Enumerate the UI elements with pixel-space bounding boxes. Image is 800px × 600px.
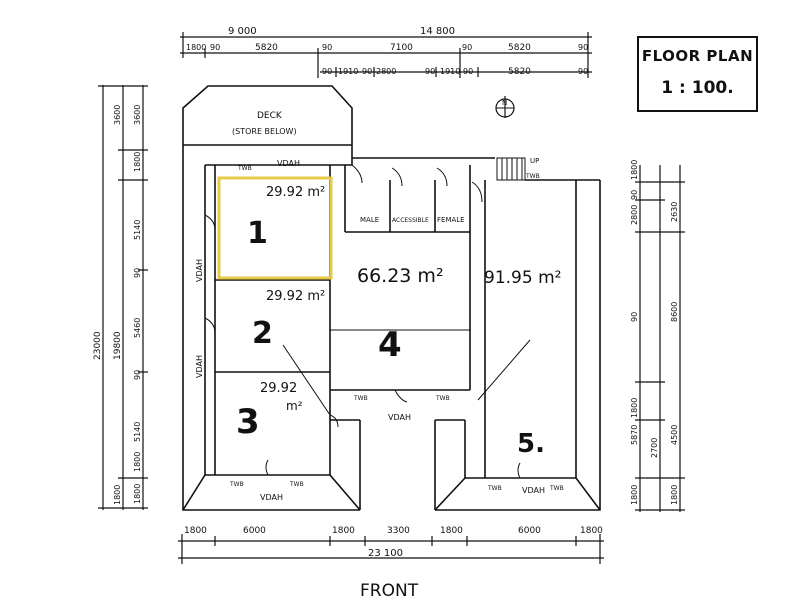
room-1-area: 29.92 m² [266,185,325,200]
dim-right-col1-6: 2700 [650,438,659,458]
dim-left-col1-3: 90 [133,268,142,278]
building-walls [182,85,601,511]
room-2-area: 29.92 m² [266,289,325,304]
twb-label-2: TWB [353,395,368,402]
vdah-label-front: VDAH [388,413,411,422]
dim-top-row1-2: 5820 [255,43,278,53]
twb-label-4: TWB [487,485,502,492]
dim-top-row2-4: 90 [425,67,435,76]
twb-label-8: TWB [525,173,540,180]
vdah-label-top: VDAH [277,159,300,168]
dim-bottom-6: 1800 [580,526,603,536]
deck-label: DECK [257,111,283,121]
dim-left-col1-7: 1800 [133,452,142,472]
dim-top-row2-1: 1910 [338,67,358,76]
dim-top-row2-5: 1910 [440,67,460,76]
dim-left-col2-1: 1800 [113,485,122,505]
dim-left-outer: 23000 [93,331,103,360]
dim-right-col1-3: 90 [630,312,639,322]
dim-right-col2-1: 8600 [670,302,679,322]
dim-left-col1-5: 90 [133,370,142,380]
dim-left-col1-4: 5460 [133,318,142,338]
dim-right-col1-7: 1800 [630,485,639,505]
female-wc-label: FEMALE [437,216,465,224]
dim-bottom-0: 1800 [184,526,207,536]
vdah-label-left-1: VDAH [195,259,204,282]
room-3-area-unit: m² [286,399,303,413]
dim-bottom-2: 1800 [332,526,355,536]
up-label: UP [530,157,539,165]
diagonal-lines [282,329,531,416]
vdah-label-left-2: VDAH [195,355,204,378]
dim-left-col1-1: 1800 [133,152,142,172]
room-3-area-value: 29.92 [260,381,297,396]
dim-top-row2-8: 90 [578,67,588,76]
twb-label-6: TWB [229,481,244,488]
vdah-label-room3: VDAH [260,493,283,502]
dim-top-row2-2: 90 [362,67,372,76]
dim-right-col2-3: 1800 [670,485,679,505]
dim-top-row1-1: 90 [210,43,220,52]
twb-label-5: TWB [549,485,564,492]
north-label: N [502,99,507,107]
dim-bottom-3: 3300 [387,526,410,536]
title-block: FLOOR PLAN 1 : 100. [637,36,758,112]
store-below-label: (STORE BELOW) [232,127,297,136]
dim-top-row1-6: 5820 [508,43,531,53]
dim-left-col1-6: 5140 [133,422,142,442]
dim-top-row2-6: 90 [463,67,473,76]
dim-bottom-5: 6000 [518,526,541,536]
door-swings [204,164,521,479]
dim-right-col1-1: 90 [630,190,639,200]
top-dimension-lines [180,32,592,78]
dim-top-row1-7: 90 [578,43,588,52]
dim-top-row1-3: 90 [322,43,332,52]
title-scale: 1 : 100. [661,78,734,98]
vdah-label-room5: VDAH [522,486,545,495]
room-4-area: 66.23 m² [357,265,444,287]
dim-left-col1-8: 1800 [133,484,142,504]
dim-top-row2-3: 2800 [376,67,396,76]
twb-label-3: TWB [435,395,450,402]
dim-top-row1-4: 7100 [390,43,413,53]
title-floor-plan: FLOOR PLAN [641,47,754,65]
front-label: FRONT [360,581,419,600]
dim-left-mid: 19800 [113,331,123,360]
room-1-number: 1 [247,216,268,251]
room-4-number: 4 [378,325,402,365]
dim-right-col1-2: 2800 [630,205,639,225]
dim-top-row2-7: 5820 [508,67,531,77]
dim-right-col2-0: 2630 [670,202,679,222]
right-dimension-lines [635,165,685,512]
dim-bottom-overall: 23 100 [368,548,403,559]
dim-top-overall: 14 800 [420,26,455,37]
north-arrow-icon [495,96,515,118]
male-wc-label: MALE [360,216,379,224]
dim-top-row2-0: 90 [322,67,332,76]
dim-left-col1-0: 3600 [133,105,142,125]
dim-top-left: 9 000 [228,26,257,37]
dim-right-col1-5: 1800 [630,398,639,418]
room-5-number: 5. [517,429,545,459]
bottom-dimension-lines [178,534,604,564]
room-1-highlight[interactable] [217,176,333,280]
dim-right-col2-2: 4500 [670,425,679,445]
left-dimension-lines [98,85,148,510]
stairs [496,157,526,181]
dim-bottom-4: 1800 [440,526,463,536]
room-2-number: 2 [252,316,273,351]
dim-top-row1-0: 1800 [186,43,206,52]
dim-right-col1-4: 5870 [630,425,639,445]
room-5-area: 91.95 m² [484,268,561,288]
dim-top-row1-5: 90 [462,43,472,52]
dim-left-col1-2: 5140 [133,220,142,240]
accessible-wc-label: ACCESSIBLE [392,217,429,224]
twb-label-1: TWB [237,165,252,172]
dim-bottom-1: 6000 [243,526,266,536]
room-3-number: 3 [236,402,260,442]
twb-label-7: TWB [289,481,304,488]
dim-left-col2-0: 3600 [113,105,122,125]
dim-right-col1-0: 1800 [630,160,639,180]
